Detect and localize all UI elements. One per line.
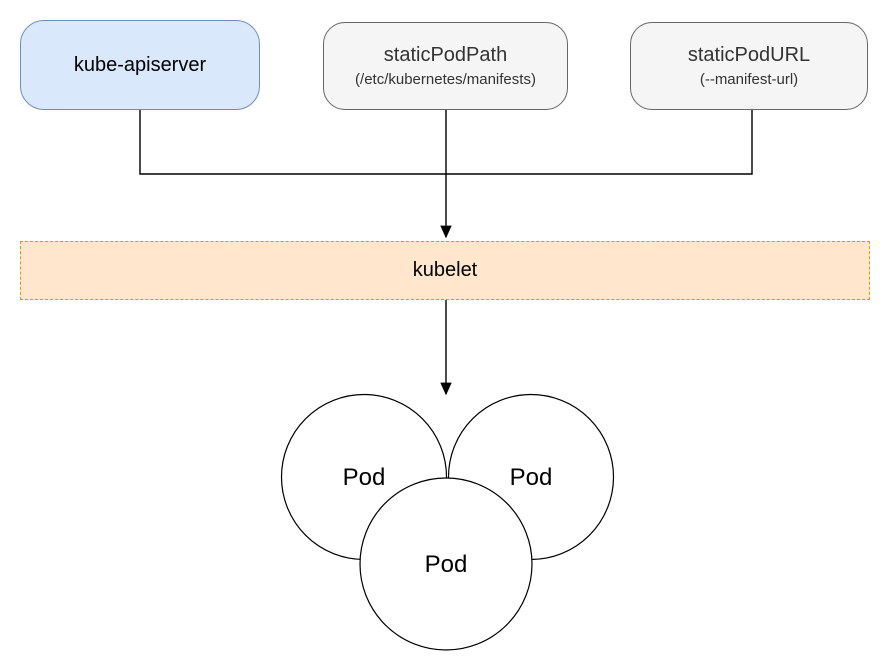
pod-label-left: Pod xyxy=(342,464,386,491)
node-kube-apiserver: kube-apiserver xyxy=(20,20,260,110)
pod-label-bottom: Pod xyxy=(424,551,468,578)
node-static-pod-path: staticPodPath (/etc/kubernetes/manifests… xyxy=(323,22,568,110)
kubelet-label: kubelet xyxy=(412,259,478,281)
node-static-pod-url: staticPodURL (--manifest-url) xyxy=(630,22,868,110)
kube-apiserver-label: kube-apiserver xyxy=(73,53,207,76)
static-pod-url-subtitle: (--manifest-url) xyxy=(699,71,799,88)
pod-circle-bottom xyxy=(359,477,533,651)
static-pod-path-subtitle: (/etc/kubernetes/manifests) xyxy=(355,71,536,88)
pod-label-right: Pod xyxy=(509,464,553,491)
static-pod-url-title: staticPodURL xyxy=(687,44,811,66)
node-kubelet: kubelet xyxy=(20,241,870,300)
static-pod-path-title: staticPodPath xyxy=(383,44,508,66)
